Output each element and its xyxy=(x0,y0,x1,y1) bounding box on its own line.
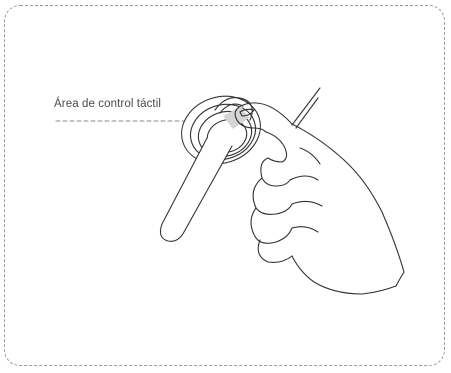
touch-control-area-label: Área de control táctil xyxy=(54,98,161,110)
hand-icon xyxy=(235,88,404,294)
